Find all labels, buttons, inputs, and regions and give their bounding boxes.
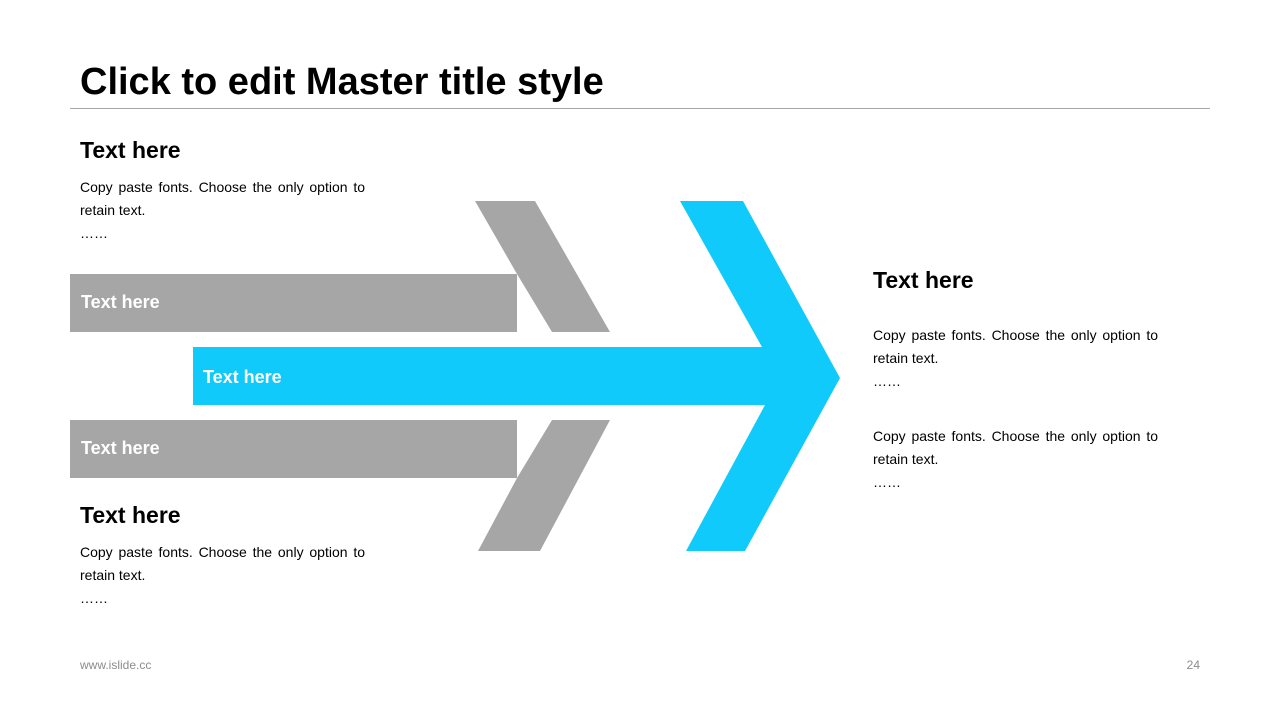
page-number: 24 bbox=[1186, 658, 1200, 672]
right-text-block: Text here Copy paste fonts. Choose the o… bbox=[873, 266, 1158, 494]
bottom-left-text-block: Text here Copy paste fonts. Choose the o… bbox=[80, 501, 365, 610]
right-paragraph-1-body: Copy paste fonts. Choose the only option… bbox=[873, 327, 1158, 366]
bottom-left-heading: Text here bbox=[80, 502, 181, 528]
lower-gray-band bbox=[70, 420, 517, 478]
slide-title: Click to edit Master title style bbox=[80, 61, 604, 103]
top-left-ellipsis: …… bbox=[80, 225, 108, 241]
right-paragraph-1-ellipsis: …… bbox=[873, 373, 901, 389]
middle-blue-band bbox=[193, 347, 765, 405]
lower-gray-chevron bbox=[478, 420, 610, 551]
right-paragraph-2-ellipsis: …… bbox=[873, 474, 901, 490]
bottom-left-ellipsis: …… bbox=[80, 590, 108, 606]
title-divider bbox=[70, 108, 1210, 109]
top-left-text-block: Text here Copy paste fonts. Choose the o… bbox=[80, 136, 365, 245]
upper-gray-band bbox=[70, 274, 517, 332]
footer-url: www.islide.cc bbox=[80, 658, 152, 672]
upper-gray-chevron bbox=[475, 201, 610, 332]
right-heading: Text here bbox=[873, 267, 974, 293]
bottom-left-body: Copy paste fonts. Choose the only option… bbox=[80, 544, 365, 583]
blue-chevron-arrowhead bbox=[680, 201, 840, 551]
middle-band-label: Text here bbox=[203, 367, 282, 387]
upper-band-label: Text here bbox=[81, 292, 160, 312]
lower-band-label: Text here bbox=[81, 438, 160, 458]
right-paragraph-2-body: Copy paste fonts. Choose the only option… bbox=[873, 428, 1158, 467]
top-left-heading: Text here bbox=[80, 137, 181, 163]
top-left-body: Copy paste fonts. Choose the only option… bbox=[80, 179, 365, 218]
